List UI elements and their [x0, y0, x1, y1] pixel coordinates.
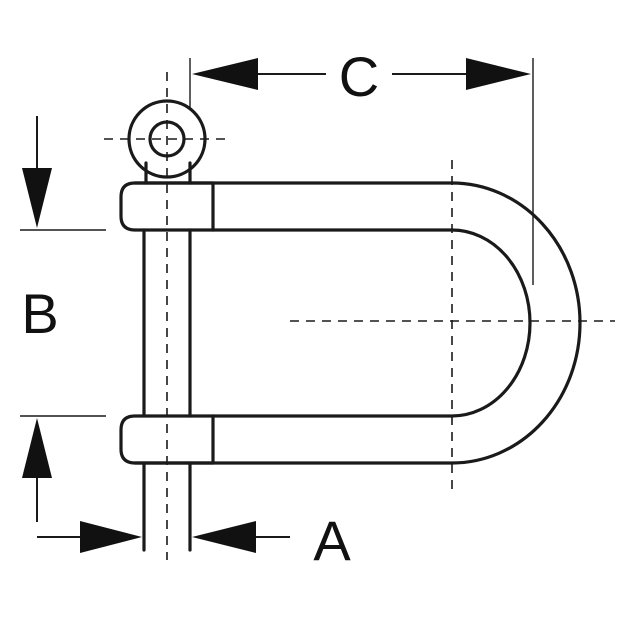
- c-arrow-left: [192, 58, 258, 90]
- c-label: C: [339, 45, 379, 108]
- b-arrow-bottom: [22, 418, 52, 478]
- shackle-top-ear: [119, 181, 215, 232]
- c-arrow-right: [466, 58, 531, 90]
- a-arrow-right: [192, 521, 256, 553]
- shackle-bottom-ear: [119, 414, 215, 465]
- shackle-body-outer: [133, 181, 582, 465]
- b-arrow-top: [22, 168, 52, 228]
- a-label: A: [313, 509, 351, 572]
- b-label: B: [21, 282, 58, 345]
- a-arrow-left: [80, 521, 142, 553]
- shackle-body-inner: [211, 228, 532, 418]
